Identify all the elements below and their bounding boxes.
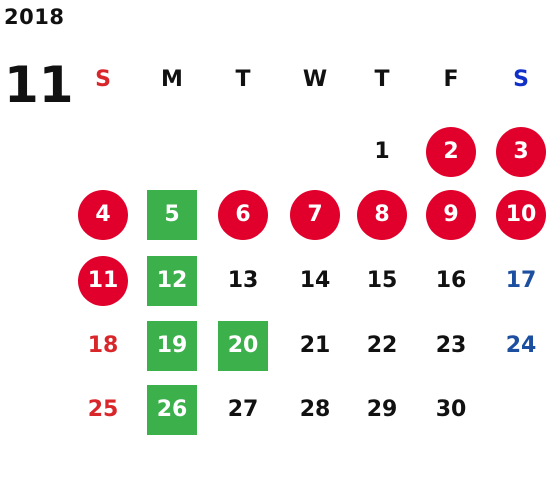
calendar-day[interactable]: 30 bbox=[435, 397, 467, 422]
calendar-day[interactable]: 9 bbox=[426, 190, 476, 240]
calendar-day[interactable]: 11 bbox=[78, 256, 128, 306]
weekday-wednesday: W bbox=[302, 67, 328, 92]
calendar-day[interactable]: 2 bbox=[426, 127, 476, 177]
calendar-day[interactable]: 20 bbox=[218, 321, 268, 371]
calendar-day[interactable]: 27 bbox=[227, 397, 259, 422]
calendar-day[interactable]: 8 bbox=[357, 190, 407, 240]
calendar-day[interactable]: 25 bbox=[87, 397, 119, 422]
weekday-friday: F bbox=[443, 67, 459, 92]
calendar-day[interactable]: 21 bbox=[299, 333, 331, 358]
weekday-monday: M bbox=[161, 67, 183, 92]
weekday-sunday: S bbox=[95, 67, 111, 92]
weekday-saturday: S bbox=[513, 67, 529, 92]
calendar-day[interactable]: 12 bbox=[147, 256, 197, 306]
year-label: 2018 bbox=[4, 5, 65, 29]
calendar-day[interactable]: 4 bbox=[78, 190, 128, 240]
month-label: 11 bbox=[4, 56, 74, 114]
calendar-day[interactable]: 22 bbox=[366, 333, 398, 358]
calendar-day[interactable]: 1 bbox=[374, 139, 390, 164]
calendar-day[interactable]: 3 bbox=[496, 127, 546, 177]
calendar-day[interactable]: 5 bbox=[147, 190, 197, 240]
calendar-day[interactable]: 23 bbox=[435, 333, 467, 358]
calendar-day[interactable]: 7 bbox=[290, 190, 340, 240]
calendar-day[interactable]: 26 bbox=[147, 385, 197, 435]
calendar-day[interactable]: 6 bbox=[218, 190, 268, 240]
calendar-day[interactable]: 29 bbox=[366, 397, 398, 422]
calendar-day[interactable]: 16 bbox=[435, 268, 467, 293]
calendar-day[interactable]: 10 bbox=[496, 190, 546, 240]
calendar-day[interactable]: 18 bbox=[87, 333, 119, 358]
calendar-day[interactable]: 13 bbox=[227, 268, 259, 293]
calendar-day[interactable]: 14 bbox=[299, 268, 331, 293]
calendar-day[interactable]: 19 bbox=[147, 321, 197, 371]
calendar-day[interactable]: 24 bbox=[505, 333, 537, 358]
calendar-day[interactable]: 15 bbox=[366, 268, 398, 293]
calendar-day[interactable]: 17 bbox=[505, 268, 537, 293]
weekday-thursday: T bbox=[374, 67, 390, 92]
calendar-day[interactable]: 28 bbox=[299, 397, 331, 422]
weekday-tuesday: T bbox=[235, 67, 251, 92]
